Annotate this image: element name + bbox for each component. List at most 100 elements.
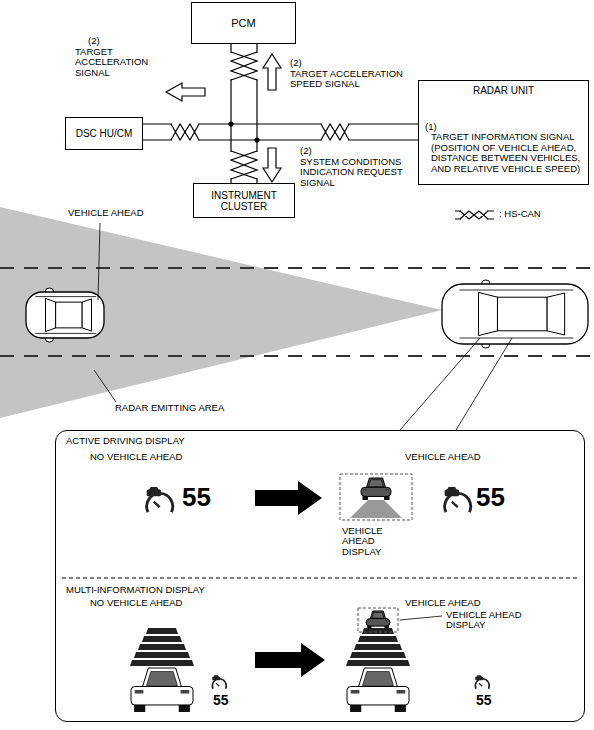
cruise-icon (445, 487, 471, 512)
signal-name: TARGET ACCELERATION SPEED SIGNAL (290, 69, 425, 90)
signal-arrow (166, 83, 205, 101)
vehicle-ahead-display (340, 474, 412, 520)
own-vehicle (479, 292, 498, 335)
own-vehicle (442, 280, 588, 348)
signal-name: TARGET ACCELERATION SIGNAL (75, 47, 163, 78)
cruise-icon (216, 683, 219, 686)
cruise-icon (212, 679, 226, 689)
box-text: RADAR UNIT (425, 85, 582, 96)
callout-number: (2) (290, 58, 302, 68)
distance-bars (346, 628, 410, 666)
leader-line (400, 338, 480, 430)
part-label: RADAR EMITTING AREA (115, 403, 224, 413)
part-label: VEHICLE AHEAD DISPLAY (342, 526, 400, 557)
leader-line (456, 338, 512, 430)
cruise-icon (212, 675, 226, 689)
signal-arrow (263, 54, 281, 90)
junction-dot (254, 137, 259, 142)
junction-dot (228, 121, 233, 126)
lane-marking (0, 267, 594, 269)
vehicle-ahead-display (361, 487, 391, 496)
section-title: MULTI-INFORMATION DISPLAY (66, 585, 205, 595)
own-vehicle-rear (147, 672, 178, 686)
cruise-icon (447, 487, 457, 490)
own-vehicle-rear (358, 668, 398, 688)
signal-arrow (263, 54, 281, 90)
cruise-icon (476, 675, 481, 677)
transition-arrow (255, 643, 325, 677)
vehicle-ahead-display (366, 619, 390, 627)
vehicle-ahead-display (358, 608, 398, 632)
leader-line (94, 370, 116, 402)
vehicle-ahead (35, 297, 96, 334)
twisted-pair-symbol (230, 151, 258, 179)
state-label: VEHICLE AHEAD (405, 452, 481, 462)
cruise-icon (147, 493, 173, 512)
own-vehicle (442, 284, 588, 344)
vehicle-ahead-display (363, 489, 367, 491)
section-title: ACTIVE DRIVING DISPLAY (66, 436, 185, 446)
radar-beam (0, 207, 442, 418)
own-vehicle-rear (135, 690, 144, 694)
display-panel: ACTIVE DRIVING DISPLAY MULTI-INFORMATION … (55, 430, 585, 722)
vehicle-ahead (82, 299, 91, 331)
distance-bars (354, 644, 402, 650)
cruise-icon (154, 502, 160, 507)
vehicle-ahead-display (369, 480, 384, 487)
legend-swatch (460, 211, 488, 219)
own-vehicle-rear (363, 672, 394, 686)
own-vehicle-rear (142, 668, 182, 688)
own-vehicle (497, 297, 547, 331)
lane-marking (0, 268, 594, 356)
distance-bars (134, 652, 190, 658)
own-vehicle (547, 293, 565, 335)
own-vehicle-rear (351, 690, 360, 694)
legend-swatch (461, 210, 487, 220)
speed-value: 55 (476, 484, 505, 510)
distance-bars (362, 628, 394, 634)
leader-line (98, 223, 100, 300)
twisted-pair-symbol (231, 151, 257, 179)
box-text: INSTRUMENT CLUSTER (200, 190, 288, 212)
transition-arrow (255, 481, 322, 515)
box-text: (1) (425, 122, 582, 132)
part-label: VEHICLE AHEAD (68, 208, 144, 218)
cruise-icon (475, 679, 489, 689)
lane-marking (0, 355, 594, 357)
leader-line (400, 616, 442, 620)
transition-arrow (255, 643, 325, 677)
callout-number: (2) (88, 36, 100, 46)
radar-beam (0, 207, 442, 418)
own-vehicle-rear (181, 690, 190, 694)
hs-can-bus (231, 44, 257, 183)
part-label: VEHICLE AHEAD DISPLAY (446, 610, 538, 631)
transition-arrow (255, 481, 322, 515)
own-vehicle-rear (347, 668, 409, 712)
vehicle-ahead-display (367, 620, 370, 621)
distance-bars (358, 636, 398, 642)
distance-bars (130, 660, 194, 666)
module-box: INSTRUMENT CLUSTER (193, 183, 295, 218)
legend-swatch (455, 210, 494, 220)
twisted-pair-symbol (230, 53, 258, 79)
twisted-pair-symbol (172, 123, 198, 141)
module-box: PCM (191, 2, 296, 44)
state-label: VEHICLE AHEAD (405, 598, 481, 608)
box-text: PCM (198, 17, 289, 29)
own-vehicle-rear (397, 690, 406, 694)
cruise-icon (149, 487, 159, 490)
signal-name: SYSTEM CONDITIONS INDICATION REQUEST SIG… (300, 157, 420, 188)
cruise-icon (213, 675, 218, 677)
own-vehicle-rear (131, 668, 193, 712)
cruise-icon (445, 493, 471, 512)
vehicle-ahead-display (366, 478, 385, 488)
panel-divider (62, 578, 578, 579)
vehicle-ahead-display (385, 489, 389, 491)
twisted-pair-symbol (321, 124, 349, 140)
cruise-icon (479, 683, 482, 686)
leader-line (94, 223, 512, 620)
signal-arrow (263, 148, 281, 182)
distance-bars (346, 660, 410, 666)
distance-bars (350, 652, 406, 658)
box-text: DSC HU/CM (72, 128, 136, 139)
